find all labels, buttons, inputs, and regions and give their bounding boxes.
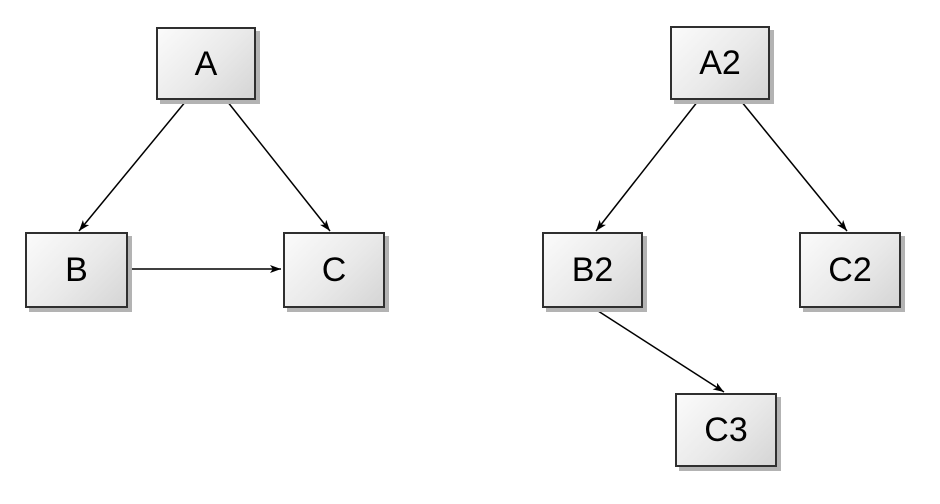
node-A2: A2	[670, 26, 770, 100]
node-label-C3: C3	[704, 411, 748, 449]
edge-A2-B2	[595, 100, 699, 232]
node-C3: C3	[675, 393, 777, 467]
node-label-C: C	[321, 251, 347, 289]
node-label-C2: C2	[828, 251, 872, 289]
node-label-A2: A2	[699, 44, 741, 82]
edge-B2-C3	[594, 308, 725, 393]
node-A: A	[156, 27, 256, 100]
edge-A-C	[226, 100, 331, 232]
node-label-B: B	[65, 251, 88, 289]
edge-lines	[78, 100, 848, 393]
edge-A-B	[78, 100, 187, 232]
node-label-A: A	[194, 44, 218, 83]
node-B2: B2	[542, 232, 643, 308]
node-B: B	[25, 232, 128, 308]
node-C: C	[283, 232, 385, 308]
node-C2: C2	[799, 232, 901, 308]
edge-A2-C2	[740, 100, 848, 232]
node-label-B2: B2	[571, 251, 614, 289]
